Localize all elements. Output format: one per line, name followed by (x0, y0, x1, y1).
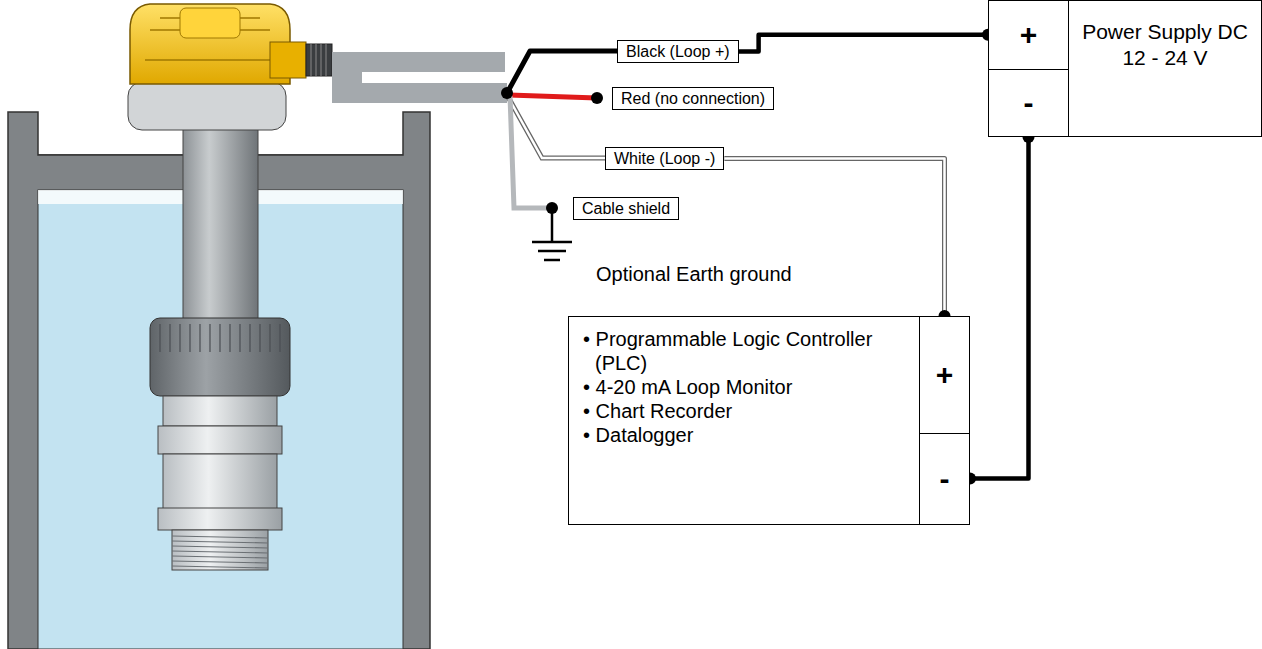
terminal-sign: + (920, 317, 969, 433)
wire-connector (724, 159, 950, 323)
list-item: • Programmable Logic Controller (PLC) (583, 327, 913, 375)
annotation: Optional Earth ground (596, 262, 792, 286)
list-item: • Datalogger (583, 423, 913, 447)
box-title: Power Supply DC 12 - 24 V (1069, 19, 1261, 71)
terminal-sign: - (989, 69, 1068, 137)
list-item: • Chart Recorder (583, 399, 913, 423)
terminal-column: +- (919, 317, 969, 524)
wire-connector (964, 131, 1035, 484)
terminal-column: +- (989, 1, 1069, 136)
wire-label-text: White (Loop -) (614, 150, 715, 167)
wire-connector (739, 29, 994, 52)
terminal-sign: + (989, 1, 1068, 69)
power-supply-box: +-Power Supply DC 12 - 24 V (988, 0, 1262, 137)
device-list: • Programmable Logic Controller (PLC)• 4… (583, 327, 913, 447)
wire-label: White (Loop -) (605, 147, 724, 170)
wire-label: Cable shield (573, 197, 679, 220)
wire-label: Red (no connection) (612, 87, 774, 110)
wire-label-text: Red (no connection) (621, 90, 765, 107)
list-item: • 4-20 mA Loop Monitor (583, 375, 913, 399)
receiver-box: • Programmable Logic Controller (PLC)• 4… (568, 316, 970, 525)
wire-label-text: Cable shield (582, 200, 670, 217)
wire-label: Black (Loop +) (617, 40, 739, 63)
wire-label-text: Black (Loop +) (626, 43, 730, 60)
terminal-sign: - (920, 433, 969, 524)
